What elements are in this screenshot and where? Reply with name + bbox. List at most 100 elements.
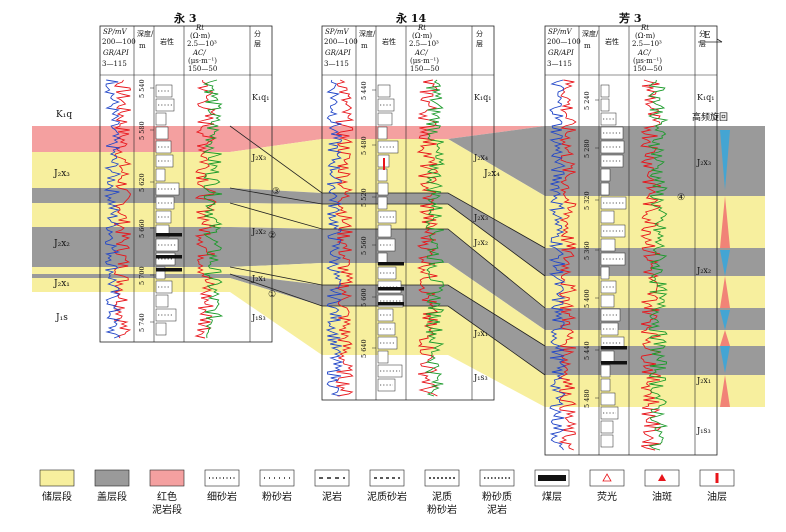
ac-curve [647,79,669,451]
header-rt-unit: (Ω·m) [412,32,432,40]
litho-box [600,126,624,140]
header-sp-range: 200—100 [102,38,136,46]
legend-coal-bar [538,475,566,481]
litho-box [600,182,610,196]
litho-box [155,238,179,252]
well-frame [99,25,273,343]
litho-box [600,210,615,224]
legend-item-reservoir: 储层段 [39,469,75,503]
strat-unit: J₂x₄ [473,153,488,162]
band-redmud-t1 [230,126,322,152]
strat-unit: K₁q₁ [252,93,270,102]
header-depth: 深度/ [137,29,154,38]
header-rt-range: 2.5—10³ [409,40,439,48]
depth-label: 5 740 [138,313,146,332]
legend-label: 泥质 [432,490,452,503]
legend-label: 盖层段 [97,490,127,503]
legend-label: 细砂岩 [207,490,237,503]
band-res-right-1 [545,196,765,248]
legend-label: 泥岩 [487,503,507,516]
header-strat-2: 层 [254,40,261,48]
strat-unit: J₂x₂ [696,266,711,275]
litho-box [155,266,166,280]
depth-label: 5 440 [583,341,591,360]
cycle-triangle [720,346,730,373]
ac-curve [424,79,446,397]
litho-box [600,378,611,392]
depth-label: 5 480 [360,136,368,155]
litho-box [155,294,169,308]
coal-layer [378,302,404,306]
oil-layer-mark [383,158,385,170]
depth-label: 5 580 [138,121,146,140]
coal-layer [378,262,404,266]
coal-layer [156,255,182,259]
legend-label: 煤层 [542,490,562,503]
rt-curve [640,79,662,451]
litho-box [377,84,391,98]
strat-unit: J₂x₃ [251,153,266,162]
depth-label: 5 700 [138,266,146,285]
strat-unit: J₂x₂ [473,238,488,247]
legend-label: 泥岩 [322,490,342,503]
legend-label: 粉砂质 [482,490,512,503]
legend-label: 红色 [157,490,177,503]
cycle-triangle [720,375,730,407]
header-depth-unit: m [584,42,591,50]
litho-box [600,280,617,294]
header-gr-range: 3—115 [102,60,127,68]
legend-label: 荧光 [597,490,617,503]
strat-unit: J₂x₁ [251,274,266,283]
depth-label: 5 360 [583,241,591,260]
header-ac-range: 150—50 [188,65,217,73]
depth-label: 5 620 [138,173,146,192]
litho-box [377,112,393,126]
depth-label: 5 480 [583,389,591,408]
legend-swatch [39,469,75,487]
depth-label: 5 540 [138,79,146,98]
high-frequency-cycle-column: 高频旋回 [692,111,730,407]
litho-box [377,196,388,210]
depth-label: 5 440 [360,81,368,100]
litho-box [377,350,389,364]
legend-swatch [479,469,515,487]
direction-label: E [704,31,711,41]
legend-item-oil_spot: 油斑 [644,469,680,503]
band-res-left-2 [32,203,230,227]
coal-layer [601,346,627,350]
header-litho: 岩性 [382,37,396,46]
cycle-title: 高频旋回 [692,111,728,123]
legend-swatch [204,469,240,487]
header-rt-unit: (Ω·m) [635,32,655,40]
legend-swatch [259,469,295,487]
header-gr-range: 3—115 [547,60,572,68]
header-strat-2: 层 [699,40,706,48]
litho-box [377,140,399,154]
strat-unit: J₁s₃ [251,313,266,322]
header-strat-1: 分 [699,29,706,38]
depth-label: 5 660 [138,219,146,238]
cycle-label-1: ① [268,290,276,300]
band-res-right-3 [545,330,765,346]
litho-box [600,420,614,434]
header-sp: SP/mV [103,28,128,36]
strat-unit: J₁s₃ [696,426,711,435]
strat-unit: K₁q₁ [474,93,492,102]
depth-label: 5 640 [360,339,368,358]
litho-box [600,294,615,308]
rt-curve [416,79,439,397]
well-name: 芳 3 [619,11,641,25]
litho-box [377,126,388,140]
legend-item-mud: 泥岩 [314,469,350,503]
header-strat-1: 分 [476,29,483,38]
litho-box [155,308,177,322]
litho-box [377,224,392,238]
depth-label: 5 600 [360,288,368,307]
header-rt-range: 2.5—10³ [632,40,662,48]
litho-box [155,140,172,154]
header-gr-range: 3—115 [324,60,349,68]
header-gr: GR/API [548,49,574,57]
